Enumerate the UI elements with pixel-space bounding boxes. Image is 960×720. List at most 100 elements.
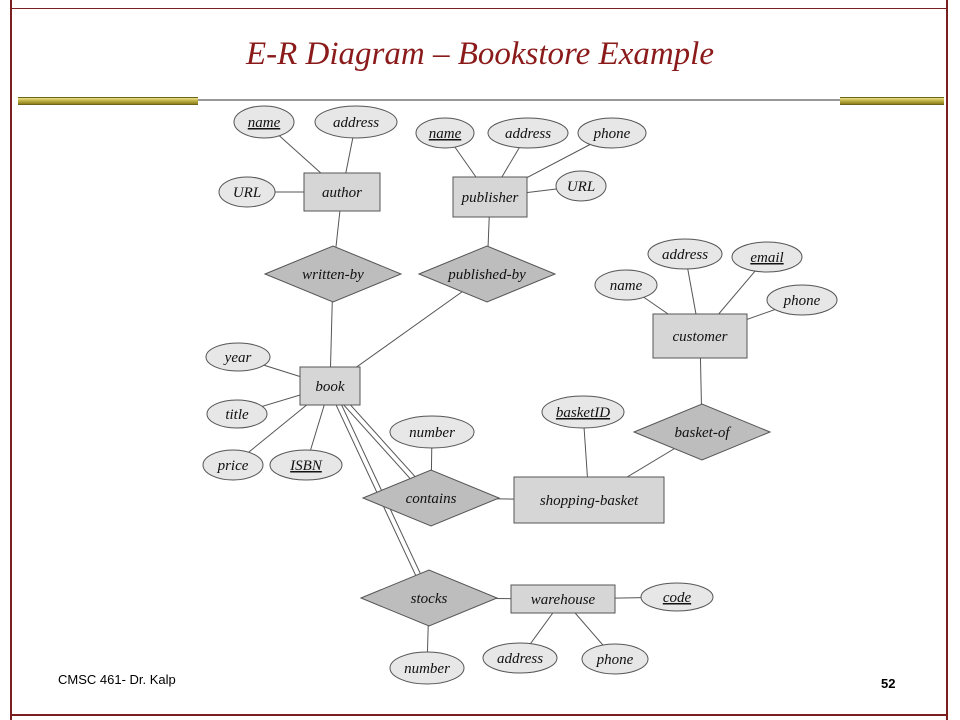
attribute-label: number (409, 425, 455, 441)
attribute-book-year: year (205, 342, 271, 372)
attribute-publisher-phone: phone (577, 117, 647, 149)
attribute-ellipse (202, 449, 264, 481)
attribute-label: name (610, 278, 643, 294)
attribute-customer-address: address (647, 238, 723, 270)
relationship-contains: contains (361, 469, 501, 527)
attribute-label: email (750, 250, 783, 266)
entity-box (510, 584, 616, 614)
title-underline-right (840, 97, 944, 105)
entity-box (299, 366, 361, 406)
attribute-ellipse (218, 176, 276, 208)
entity-label: shopping-basket (540, 493, 639, 509)
attribute-book-price: price (202, 449, 264, 481)
relationship-label: stocks (411, 591, 448, 607)
relationship-label: published-by (447, 267, 526, 283)
attribute-label: address (333, 115, 379, 131)
attribute-contains-number: number (389, 415, 475, 449)
attribute-label: URL (567, 179, 595, 195)
attribute-ellipse (487, 117, 569, 149)
relationship-diamond (632, 403, 772, 461)
attribute-ellipse (594, 269, 658, 301)
entity-customer: customer (652, 313, 748, 359)
relationship-label: written-by (302, 267, 364, 283)
entity-box (303, 172, 381, 212)
entity-warehouse: warehouse (510, 584, 616, 614)
title-underline-left (18, 97, 198, 105)
attribute-ellipse (206, 399, 268, 429)
attribute-author-url: URL (218, 176, 276, 208)
attribute-label: price (217, 458, 249, 474)
page-number: 52 (881, 676, 896, 691)
attribute-label: address (505, 126, 551, 142)
attribute-ellipse (269, 449, 343, 481)
attribute-customer-email: email (731, 241, 803, 273)
relationship-written-by: written-by (263, 245, 403, 303)
attribute-ellipse (766, 284, 838, 316)
frame-bottom-line (10, 714, 948, 716)
attribute-ellipse (389, 415, 475, 449)
attribute-label: address (662, 247, 708, 263)
entity-label: author (322, 185, 362, 201)
attribute-publisher-address: address (487, 117, 569, 149)
attribute-customer-name: name (594, 269, 658, 301)
relationship-stocks: stocks (359, 569, 499, 627)
relationship-diamond (361, 469, 501, 527)
relationship-diamond (263, 245, 403, 303)
relationship-label: contains (406, 491, 457, 507)
entity-box (452, 176, 528, 218)
attribute-ellipse (577, 117, 647, 149)
attribute-label: name (429, 126, 462, 142)
attribute-warehouse-address: address (482, 642, 558, 674)
entity-label: book (315, 379, 345, 395)
footer-course-label: CMSC 461- Dr. Kalp (58, 672, 176, 687)
attribute-label: ISBN (289, 458, 323, 474)
entity-label: publisher (461, 190, 519, 206)
attribute-book-title: title (206, 399, 268, 429)
attribute-ellipse (389, 651, 465, 685)
attribute-ellipse (205, 342, 271, 372)
attribute-publisher-url: URL (555, 170, 607, 202)
entity-box (652, 313, 748, 359)
entity-label: customer (673, 329, 728, 345)
frame-right-line (946, 0, 948, 720)
frame-top-line (10, 8, 948, 9)
attribute-label: name (248, 115, 281, 131)
attribute-label: phone (596, 652, 634, 668)
attribute-label: basketID (556, 405, 610, 421)
attribute-label: URL (233, 185, 261, 201)
attribute-book-isbn: ISBN (269, 449, 343, 481)
attribute-author-address: address (314, 105, 398, 139)
attribute-ellipse (581, 643, 649, 675)
attribute-stocks-number: number (389, 651, 465, 685)
entity-book: book (299, 366, 361, 406)
entity-shopping-basket: shopping-basket (513, 476, 665, 524)
attribute-label: phone (593, 126, 631, 142)
attribute-ellipse (731, 241, 803, 273)
attribute-author-name: name (233, 105, 295, 139)
attribute-ellipse (640, 582, 714, 612)
attribute-warehouse-code: code (640, 582, 714, 612)
relationship-label: basket-of (675, 425, 732, 441)
attribute-label: number (404, 661, 450, 677)
entity-label: warehouse (531, 592, 596, 608)
attribute-label: code (663, 590, 692, 606)
attribute-ellipse (233, 105, 295, 139)
attribute-customer-phone: phone (766, 284, 838, 316)
attribute-ellipse (541, 395, 625, 429)
entity-author: author (303, 172, 381, 212)
entity-publisher: publisher (452, 176, 528, 218)
frame-left-line (10, 0, 12, 720)
connector-layer (327, 191, 703, 600)
attribute-ellipse (555, 170, 607, 202)
attribute-basket-id: basketID (541, 395, 625, 429)
slide-title: E-R Diagram – Bookstore Example (245, 36, 714, 72)
attribute-label: phone (783, 293, 821, 309)
relationship-published-by: published-by (417, 245, 557, 303)
relationship-basket-of: basket-of (632, 403, 772, 461)
attribute-ellipse (314, 105, 398, 139)
relationship-diamond (359, 569, 499, 627)
attribute-label: year (223, 350, 252, 366)
attribute-label: address (497, 651, 543, 667)
